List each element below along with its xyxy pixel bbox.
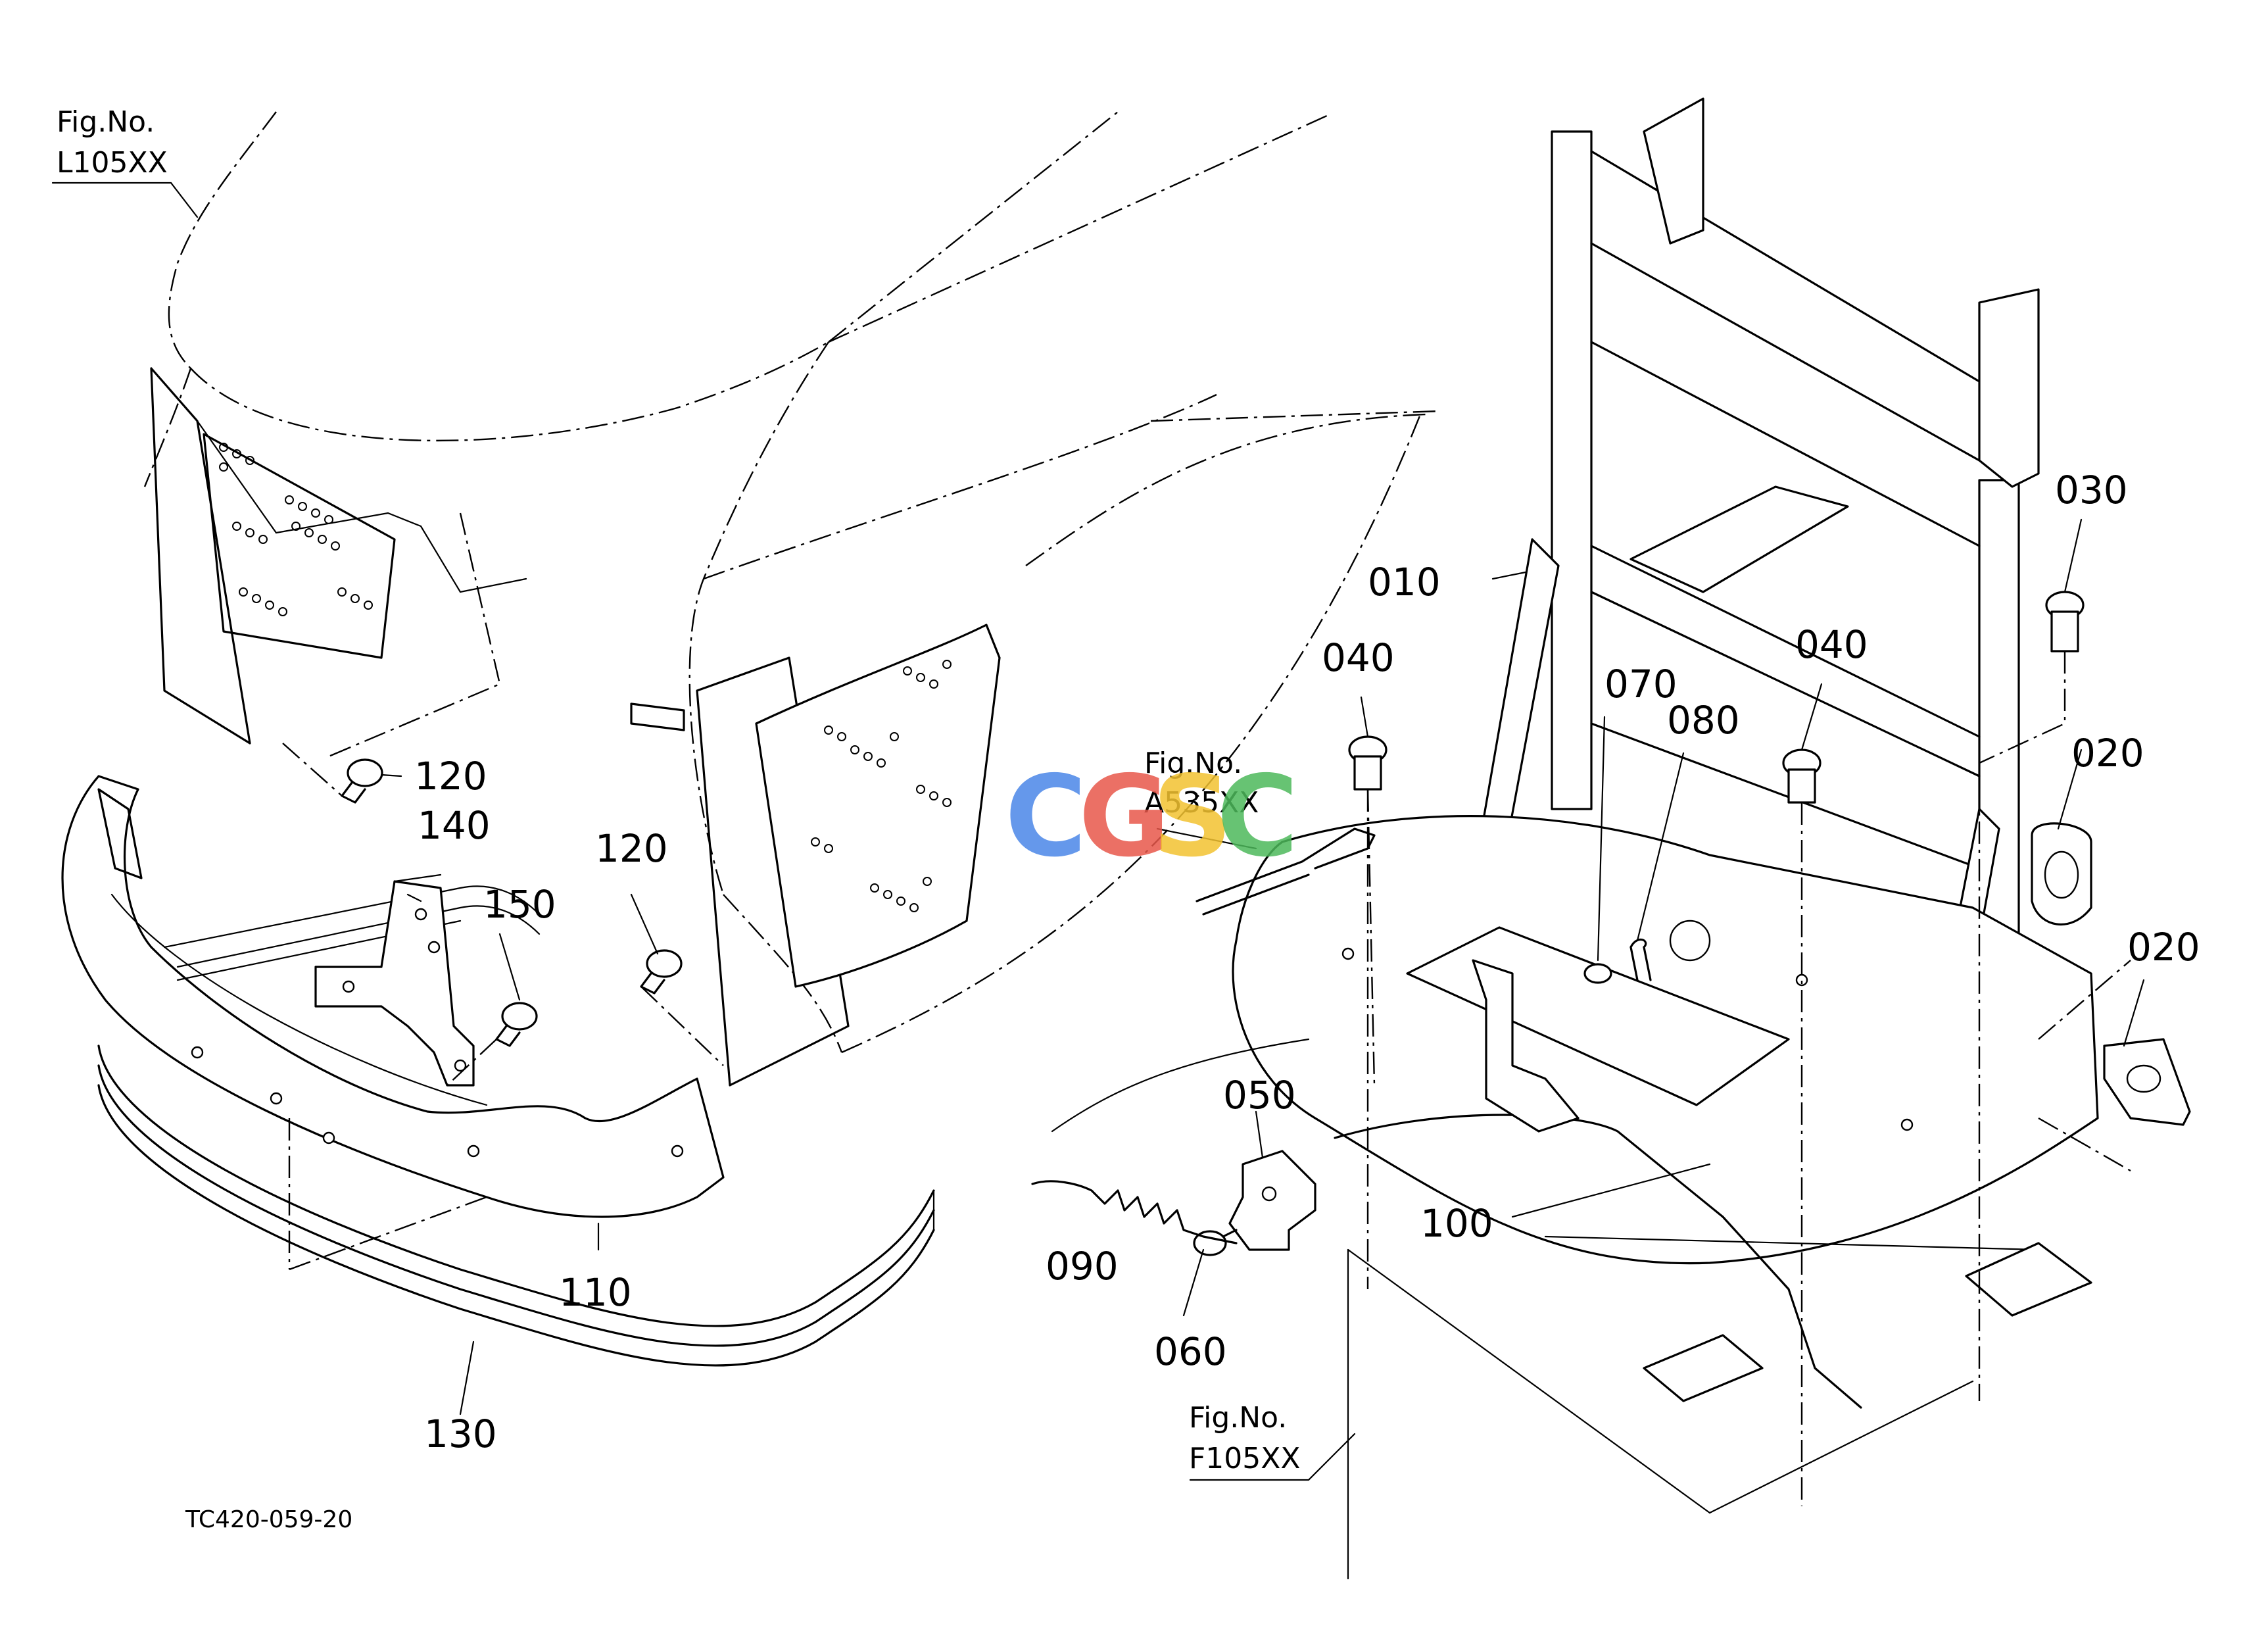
part-label-040: 040	[1795, 622, 1868, 667]
bumper-rubber-130	[97, 885, 935, 1367]
bolt-120a	[341, 758, 383, 804]
cable-connector	[1195, 827, 1376, 916]
grille-right	[630, 624, 1001, 1087]
base-plate	[1232, 815, 2099, 1265]
figure-ref-number: F105XX	[1189, 1442, 1301, 1475]
bolt-040a	[1348, 735, 1387, 791]
leader-lines	[51, 182, 2145, 1481]
part-label-050: 050	[1223, 1073, 1296, 1118]
part-label-060: 060	[1154, 1329, 1227, 1374]
watermark-letter: S	[1152, 752, 1232, 882]
grille-right-perforations	[811, 660, 952, 912]
figure-ref-f105: Fig.No. F105XX	[1189, 1401, 1301, 1475]
bolt-040b	[1782, 749, 1822, 804]
spring-090	[1031, 1180, 1238, 1244]
part-label-150: 150	[483, 882, 556, 927]
part-label-020: 020	[2071, 731, 2144, 775]
watermark-letter: C	[1005, 752, 1087, 882]
part-label-090: 090	[1046, 1244, 1119, 1289]
figure-ref-label: Fig.No.	[1189, 1401, 1287, 1435]
part-label-030: 030	[2055, 468, 2128, 512]
grille-left	[150, 367, 527, 758]
bolt-030	[2045, 591, 2085, 652]
bolt-150	[495, 1002, 538, 1047]
figure-ref-number: L105XX	[57, 146, 168, 180]
stopper-050	[1228, 1150, 1316, 1251]
part-label-010: 010	[1368, 560, 1441, 604]
clip-080	[1629, 938, 1652, 981]
part-label-130: 130	[424, 1412, 497, 1456]
watermark-logo: C G S C	[1005, 752, 1299, 882]
washer-070	[1583, 963, 1612, 984]
watermark-letter: C	[1217, 752, 1299, 882]
part-label-020: 020	[2127, 925, 2200, 970]
part-label-110: 110	[559, 1270, 632, 1315]
part-label-120: 120	[414, 754, 487, 799]
bolt-120b	[640, 949, 683, 995]
part-label-040: 040	[1322, 635, 1395, 680]
front-bumper-110	[61, 775, 725, 1218]
part-label-080: 080	[1667, 698, 1740, 743]
lock-bracket	[1472, 959, 1580, 1133]
lower-chassis	[1347, 960, 2131, 1580]
part-label-100: 100	[1420, 1201, 1493, 1246]
grommet-020b	[2103, 1038, 2191, 1126]
bracket-140	[314, 873, 475, 1087]
watermark-letter: G	[1078, 752, 1170, 882]
figure-ref-label: Fig.No.	[57, 105, 155, 139]
grille-left-perforations	[219, 443, 373, 616]
figure-ref-l105: Fig.No. L105XX	[57, 105, 168, 180]
part-label-120: 120	[595, 826, 668, 871]
drawing-code: TC420-059-20	[185, 1506, 352, 1533]
part-label-070: 070	[1604, 662, 1677, 706]
part-label-140: 140	[418, 803, 491, 848]
grommet-020a	[2031, 822, 2092, 926]
part-labels: 010 020 020 030 040 040 050 060 070 080 …	[414, 468, 2200, 1456]
figure-ref-label: Fig.No.	[1144, 747, 1242, 780]
figure-ref-a535: Fig.No. A535XX	[1144, 747, 1259, 820]
figure-ref-number: A535XX	[1144, 786, 1259, 820]
